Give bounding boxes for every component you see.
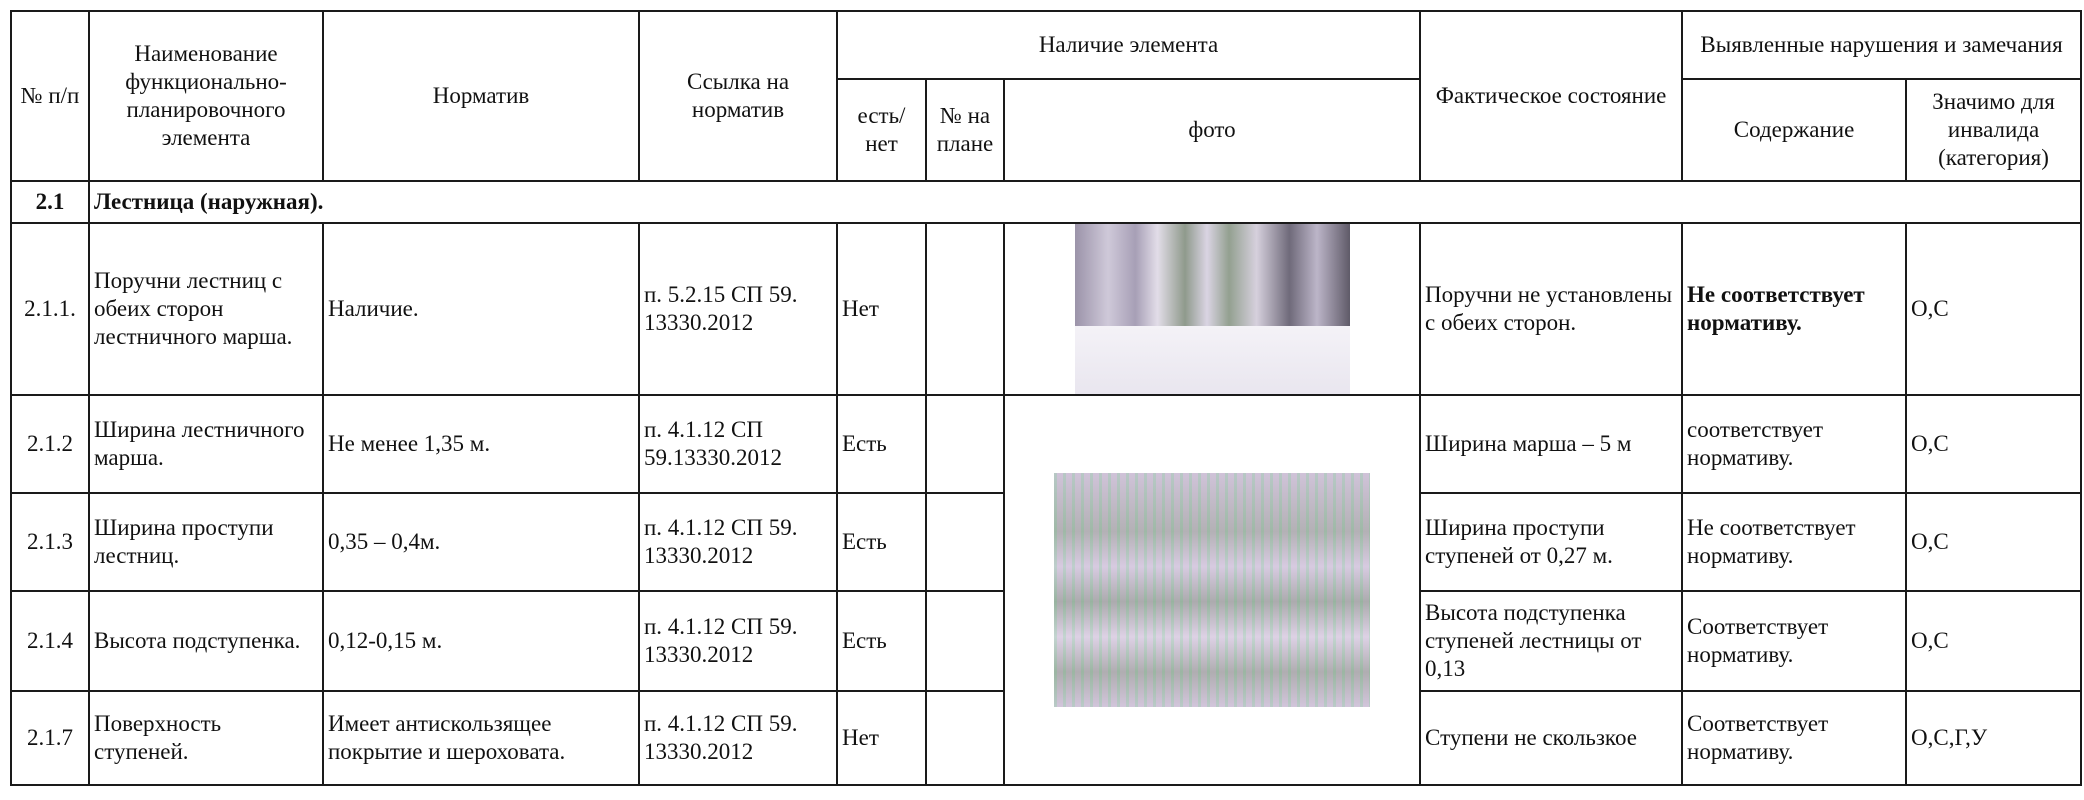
row-num: 2.1.3: [10, 492, 90, 592]
row-state: Поручни не установлены с обеих сторон.: [1419, 222, 1684, 396]
row-num: 2.1.2: [10, 394, 90, 494]
row-num: 2.1.4: [10, 590, 90, 692]
row-presence: Нет: [836, 222, 927, 396]
table-row: 2.1.1. Поручни лестниц с обеих сторон ле…: [10, 222, 2083, 396]
header-violations-significance: Значимо для инвалида (категория): [1905, 78, 2083, 182]
table-row: 2.1.2 Ширина лестничного марша. Не менее…: [10, 394, 2083, 786]
row-plan-no: [925, 690, 1005, 786]
row-category: О,С: [1905, 222, 2083, 396]
row-state: Ширина проступи ступеней от 0,27 м.: [1419, 492, 1684, 592]
table-row: 2.1.7 Поверхность ступеней. Имеет антиск…: [10, 690, 2083, 786]
row-plan-no: [925, 492, 1005, 592]
inspection-table: № п/п Наименование функционально-планиро…: [10, 10, 2083, 786]
header-violations-content: Содержание: [1681, 78, 1908, 182]
row-ref: п. 5.2.15 СП 59. 13330.2012: [638, 222, 838, 396]
header-presence-plan-no: № на плане: [925, 78, 1005, 182]
row-name: Ширина лестничного марша.: [88, 394, 324, 494]
row-category: О,С: [1905, 492, 2083, 592]
header-actual-state: Фактическое состояние: [1419, 10, 1684, 182]
row-norm: Имеет антискользящее покрытие и шерохова…: [322, 690, 640, 786]
row-name: Высота подступенка.: [88, 590, 324, 692]
row-plan-no: [925, 394, 1005, 494]
section-title: Лестница (наружная).: [87, 180, 2083, 224]
row-content: Соответствует нормативу.: [1681, 590, 1908, 692]
row-num: 2.1.1.: [10, 222, 90, 396]
row-norm: 0,35 – 0,4м.: [322, 492, 640, 592]
row-presence: Есть: [836, 394, 927, 494]
row-state: Ширина марша – 5 м: [1419, 394, 1684, 494]
row-photo: [1002, 394, 1422, 786]
row-content: соответствует нормативу.: [1681, 394, 1908, 494]
row-ref: п. 4.1.12 СП 59. 13330.2012: [638, 590, 838, 692]
row-plan-no: [925, 590, 1005, 692]
row-norm: Не менее 1,35 м.: [322, 394, 640, 494]
table-row: 2.1.4 Высота подступенка. 0,12-0,15 м. п…: [10, 590, 2083, 692]
row-category: О,С: [1905, 590, 2083, 692]
header-num: № п/п: [10, 10, 90, 182]
row-num: 2.1.7: [10, 690, 90, 786]
row-content: Не соответствует нормативу.: [1681, 222, 1908, 396]
table-row: 2.1.3 Ширина проступи лестниц. 0,35 – 0,…: [10, 492, 2083, 592]
steps-surface-photo: [1054, 473, 1371, 707]
header-element-name: Наименование функционально-планировочног…: [88, 10, 324, 182]
section-row: 2.1 Лестница (наружная).: [10, 180, 2083, 224]
row-norm: 0,12-0,15 м.: [322, 590, 640, 692]
row-ref: п. 4.1.12 СП 59. 13330.2012: [638, 492, 838, 592]
row-content: Соответствует нормативу.: [1681, 690, 1908, 786]
row-name: Поручни лестниц с обеих сторон лестнично…: [88, 222, 324, 396]
header-row-1: № п/п Наименование функционально-планиро…: [10, 10, 2083, 182]
row-photo: [1002, 222, 1422, 396]
row-presence: Нет: [836, 690, 927, 786]
row-plan-no: [925, 222, 1005, 396]
row-ref: п. 4.1.12 СП 59. 13330.2012: [638, 690, 838, 786]
row-content: Не соответствует нормативу.: [1681, 492, 1908, 592]
section-num: 2.1: [10, 180, 90, 224]
row-norm: Наличие.: [322, 222, 640, 396]
row-presence: Есть: [836, 492, 927, 592]
header-row-2: есть/ нет № на плане фото Содержание Зна…: [11, 78, 2083, 182]
row-state: Высота подступенка ступеней лестницы от …: [1419, 590, 1684, 692]
row-name: Поверхность ступеней.: [88, 690, 324, 786]
row-ref: п. 4.1.12 СП 59.13330.2012: [638, 394, 838, 494]
stairs-snow-photo: [1074, 225, 1350, 393]
row-name: Ширина проступи лестниц.: [88, 492, 324, 592]
header-violations: Выявленные нарушения и замечания: [1681, 10, 2083, 80]
header-norm-ref: Ссылка на норматив: [638, 10, 838, 182]
row-presence: Есть: [836, 590, 927, 692]
header-norm: Норматив: [322, 10, 640, 182]
header-presence: Наличие элемента: [835, 10, 1422, 80]
row-category: О,С: [1905, 394, 2083, 494]
row-category: О,С,Г,У: [1905, 690, 2083, 786]
header-presence-yes-no: есть/ нет: [836, 78, 927, 182]
header-presence-photo: фото: [1002, 78, 1422, 182]
row-state: Ступени не скользкое: [1419, 690, 1684, 786]
